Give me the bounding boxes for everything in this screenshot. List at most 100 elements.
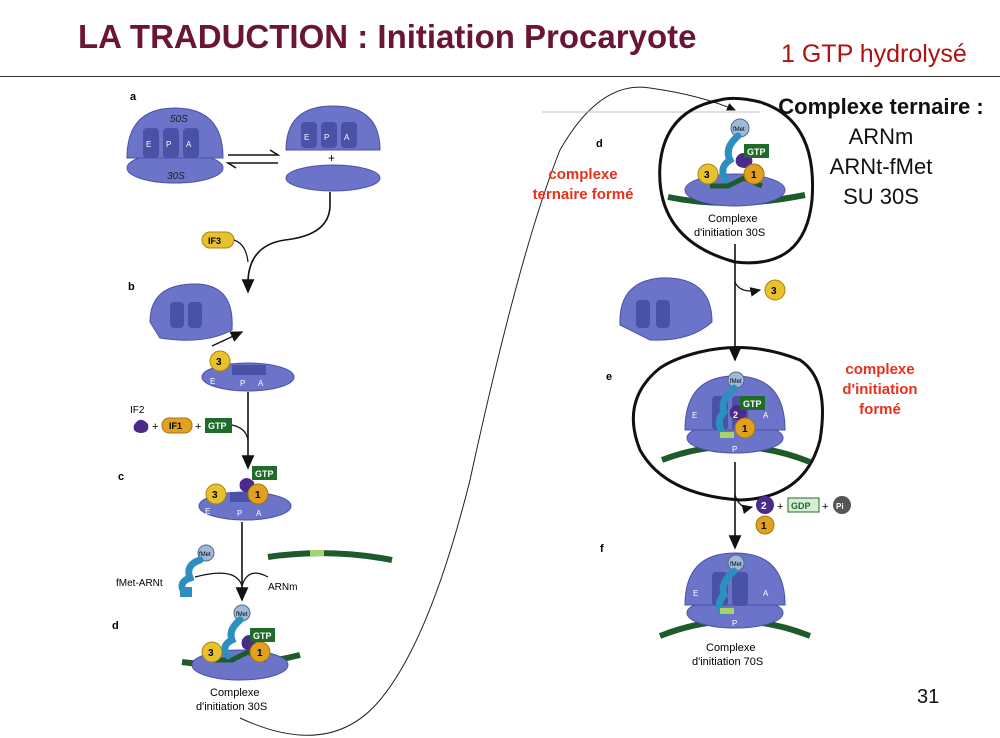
gtp-hydrolysis-note: 1 GTP hydrolysé xyxy=(781,40,967,68)
site-a-label: A xyxy=(763,411,769,420)
complex30-line2: d'initiation 30S xyxy=(694,227,765,239)
complex30-line1: Complexe xyxy=(210,687,260,699)
if1-factor xyxy=(161,417,193,434)
step-label-b: b xyxy=(128,281,135,293)
fmet-label: fMet xyxy=(730,379,742,385)
annotation-line: complexe xyxy=(548,166,618,183)
site-e-label: E xyxy=(304,133,309,142)
annotation-line: ternaire formé xyxy=(532,186,634,203)
fmet-label: fMet xyxy=(733,127,745,133)
complex70-line2: d'initiation 70S xyxy=(692,656,763,668)
ribosome-50s-leaving xyxy=(149,283,233,341)
site-p-label: P xyxy=(732,445,737,454)
release-arrow-e xyxy=(734,494,754,514)
gtp-label: GTP xyxy=(253,631,272,641)
site-p-label: P xyxy=(240,379,245,388)
title-divider xyxy=(0,76,1000,77)
mrna-label: ARNm xyxy=(268,582,297,593)
site-a-label: A xyxy=(186,140,192,149)
site-a-label: A xyxy=(344,133,350,142)
step-label-c: c xyxy=(118,471,124,483)
ternary-item: ARNm xyxy=(848,124,914,149)
initiation-complex-30s-left xyxy=(181,604,301,681)
site-a-label: A xyxy=(763,589,769,598)
if2-label: IF2 xyxy=(130,405,145,416)
site-p-label: P xyxy=(324,133,329,142)
ternary-complex-circle xyxy=(658,96,815,265)
annotation-line: complexe xyxy=(845,361,915,378)
fmet-trna xyxy=(178,544,215,597)
page-number: 31 xyxy=(917,686,940,708)
page-title: LA TRADUCTION : Initiation Procaryote xyxy=(78,18,697,55)
initiation-complex-circle xyxy=(631,346,824,502)
ribosome-50s-incoming xyxy=(619,277,713,341)
initiation-complex-70s-e xyxy=(660,371,812,465)
site-e-label: E xyxy=(205,507,210,516)
if1-bound-label: 1 xyxy=(751,170,757,181)
annotation-line: formé xyxy=(859,401,901,418)
site-e-label: E xyxy=(693,589,698,598)
phosphate-label: Pi xyxy=(836,502,844,511)
initiation-complex-70s-f xyxy=(658,552,812,639)
if3-bound-label: 3 xyxy=(216,357,222,368)
plus-if1: + xyxy=(152,421,158,433)
mrna-strand xyxy=(267,550,393,563)
site-e-label: E xyxy=(146,140,151,149)
trna-join-line xyxy=(194,572,243,587)
ribosome-30s-free xyxy=(285,164,381,192)
ribosome-30s-b xyxy=(201,350,295,392)
phosphate-circle xyxy=(833,496,851,514)
step-label-d: d xyxy=(112,620,119,632)
complex70-line1: Complexe xyxy=(706,642,756,654)
if1-released xyxy=(755,515,775,535)
gtp-label: GTP xyxy=(743,399,762,409)
plus-gdp: + xyxy=(777,501,783,513)
ternary-complex-list: Complexe ternaire : ARNm ARNt-fMet SU 30… xyxy=(762,92,1000,212)
ribosome-30s-c xyxy=(198,466,292,521)
gtp-label: GTP xyxy=(255,469,274,479)
site-a-label: A xyxy=(256,509,262,518)
mrna-join-line xyxy=(241,572,269,587)
step-label-f: f xyxy=(600,543,604,555)
if1-bound-label: 1 xyxy=(257,648,263,659)
if3-join-line xyxy=(233,239,249,263)
site-p-label: P xyxy=(237,509,242,518)
if-join-line xyxy=(231,424,249,441)
if2-bound-label: 2 xyxy=(733,410,738,420)
ribosome-70s xyxy=(126,107,224,184)
if3-released-label: 3 xyxy=(771,286,777,297)
gtp-label: GTP xyxy=(208,421,227,431)
complex30-line2: d'initiation 30S xyxy=(196,701,267,713)
subunit-30s-label: 30S xyxy=(167,171,185,182)
flow-arrow-a-b xyxy=(241,192,331,294)
if3-label: IF3 xyxy=(208,236,221,246)
gtp-label: GTP xyxy=(747,147,766,157)
ribosome-50s-free xyxy=(285,105,381,151)
if1-released-label: 1 xyxy=(761,521,767,532)
if3-bound-label: 3 xyxy=(212,490,218,501)
initiation-formed-annotation: complexe d'initiation formé xyxy=(825,360,935,420)
if1-label: IF1 xyxy=(169,421,182,431)
initiation-complex-30s-right xyxy=(667,118,806,207)
ternary-heading: Complexe ternaire : xyxy=(778,94,984,119)
gdp-label: GDP xyxy=(791,501,811,511)
if3-bound-label: 3 xyxy=(208,648,214,659)
ternary-item: ARNt-fMet xyxy=(829,154,933,179)
fmet-label: fMet xyxy=(236,612,248,618)
connector-curve xyxy=(239,86,736,736)
plus-sign: + xyxy=(328,151,335,165)
fmet-label: fMet xyxy=(730,562,742,568)
trna-label: fMet-ARNt xyxy=(116,578,163,589)
if2-released xyxy=(756,496,774,514)
plus-pi: + xyxy=(822,501,828,513)
plus-gtp: + xyxy=(195,421,201,433)
site-e-label: E xyxy=(210,377,215,386)
ternary-formed-annotation: complexe ternaire formé xyxy=(518,165,648,205)
gdp-badge xyxy=(787,497,820,513)
if3-released xyxy=(764,279,786,301)
gtp-badge xyxy=(205,418,232,433)
if1-bound-label: 1 xyxy=(255,490,261,501)
if3-bound-label: 3 xyxy=(704,170,710,181)
site-p-label: P xyxy=(166,140,171,149)
